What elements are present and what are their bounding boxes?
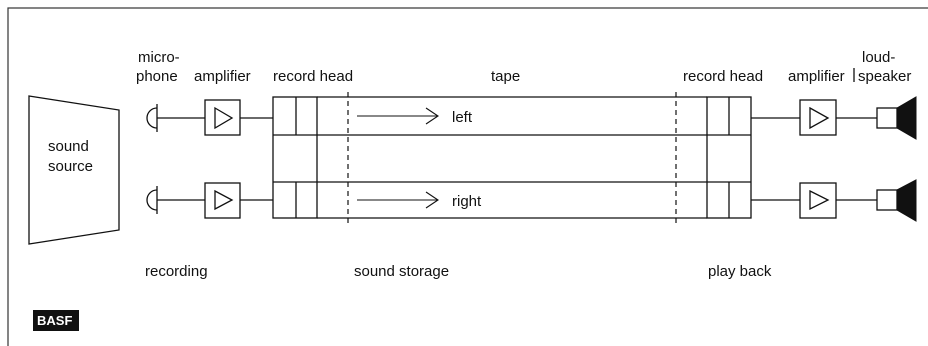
amplifier-playback-label: amplifier <box>788 68 845 85</box>
track-left-label: left <box>452 109 473 126</box>
sound-source-label-line2: source <box>48 158 93 175</box>
section-playback-label: play back <box>708 263 772 280</box>
arrow-right-icon <box>357 191 439 209</box>
record-head-playback <box>706 96 752 219</box>
microphone-icon <box>146 104 158 132</box>
sound-source-label-line1: sound <box>48 138 89 155</box>
record-head-recording-label: record head <box>273 68 353 85</box>
sound-source-shape <box>28 95 120 245</box>
record-head-recording <box>272 96 318 219</box>
loudspeaker-icon <box>876 179 917 222</box>
record-head-playback-label: record head <box>683 68 763 85</box>
tape-label: tape <box>491 68 520 85</box>
section-storage-label: sound storage <box>354 263 449 280</box>
logo-text: BASF <box>37 313 72 328</box>
amplifier-recording-label: amplifier <box>194 68 251 85</box>
loudspeaker-label-line2: speaker <box>858 68 911 85</box>
tape-tracks <box>317 96 707 219</box>
amplifier-triangle-icon <box>799 182 837 219</box>
section-recording-label: recording <box>145 263 208 280</box>
arrow-right-icon <box>357 107 439 125</box>
loudspeaker-icon <box>876 96 917 140</box>
loudspeaker-label-line1: loud- <box>862 49 895 66</box>
microphone-label-line2: phone <box>136 68 178 85</box>
diagram-frame <box>7 7 928 346</box>
microphone-icon <box>146 186 158 214</box>
microphone-label-line1: micro- <box>138 49 180 66</box>
amplifier-triangle-icon <box>204 182 241 219</box>
amplifier-triangle-icon <box>204 99 241 136</box>
basf-logo: BASF <box>33 310 79 331</box>
amplifier-triangle-icon <box>799 99 837 136</box>
track-right-label: right <box>452 193 482 210</box>
